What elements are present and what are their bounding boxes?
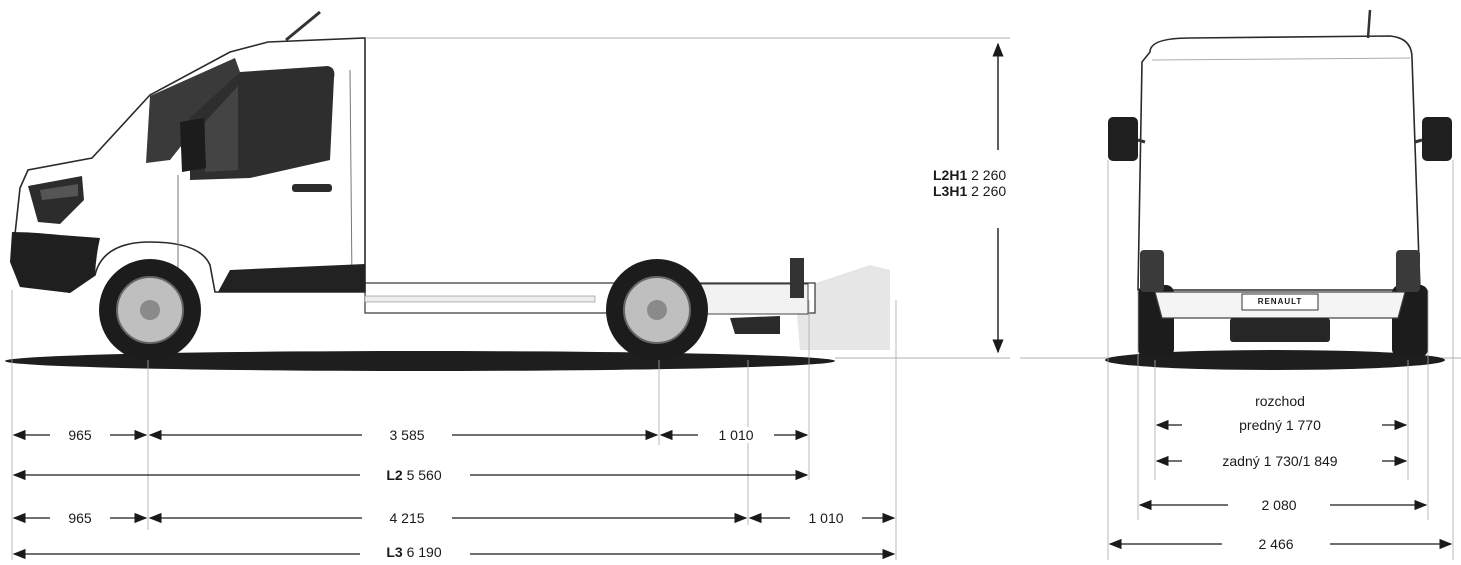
left-mirror (1108, 117, 1138, 161)
height-label-l2h1: L2H1 2 260 (930, 167, 1010, 183)
total-code-l2: L2 (386, 467, 403, 483)
rear-overhang-l2: 1 010 (715, 427, 757, 443)
track-title: rozchod (1252, 393, 1308, 409)
rear-ground-shadow (1105, 350, 1445, 370)
plate (1241, 293, 1319, 311)
total-value-l3: 6 190 (406, 544, 442, 560)
right-tail-light (1396, 250, 1420, 292)
height-value-l3h1: 2 260 (971, 183, 1007, 199)
ghost-shape (795, 265, 890, 350)
door-handle (292, 184, 332, 192)
width-dimensions (1108, 419, 1453, 550)
wheelbase-l3: 4 215 (386, 510, 428, 526)
height-code-l2h1: L2H1 (933, 167, 968, 183)
extension-lines (11, 290, 897, 560)
height-label-l3h1: L3H1 2 260 (930, 183, 1010, 199)
height-value-l2h1: 2 260 (971, 167, 1007, 183)
side-van (5, 10, 890, 371)
front-bumper (10, 232, 100, 293)
length-dimensions (12, 429, 896, 560)
rear-light (790, 258, 804, 298)
total-value-l2: 5 560 (406, 467, 442, 483)
height-code-l3h1: L3H1 (933, 183, 968, 199)
left-tail-light (1140, 250, 1164, 292)
side-strip (218, 264, 365, 292)
body-width: 2 080 (1258, 497, 1300, 513)
total-length-l2: L2 5 560 (383, 467, 445, 483)
right-mirror (1422, 117, 1452, 161)
track-rear: zadný 1 730/1 849 (1219, 453, 1341, 469)
windscreen (146, 58, 240, 163)
ground-shadow (5, 351, 835, 371)
side-mirror (180, 118, 206, 172)
tow-block (1230, 318, 1330, 342)
rear-overhang-l3: 1 010 (805, 510, 847, 526)
brand-badge: RENAULT (1257, 297, 1303, 306)
rear-extension-lines (1107, 160, 1454, 560)
total-code-l3: L3 (386, 544, 403, 560)
height-dimension (365, 37, 1010, 359)
rear-van (1020, 9, 1461, 370)
rear-body (1137, 35, 1421, 291)
total-length-l3: L3 6 190 (383, 544, 445, 560)
front-overhang-l3: 965 (65, 510, 95, 526)
wheelbase-l2: 3 585 (386, 427, 428, 443)
front-overhang-l2: 965 (65, 427, 95, 443)
track-front: predný 1 770 (1236, 417, 1324, 433)
mirror-width: 2 466 (1255, 536, 1297, 552)
tow-hitch (730, 316, 780, 334)
